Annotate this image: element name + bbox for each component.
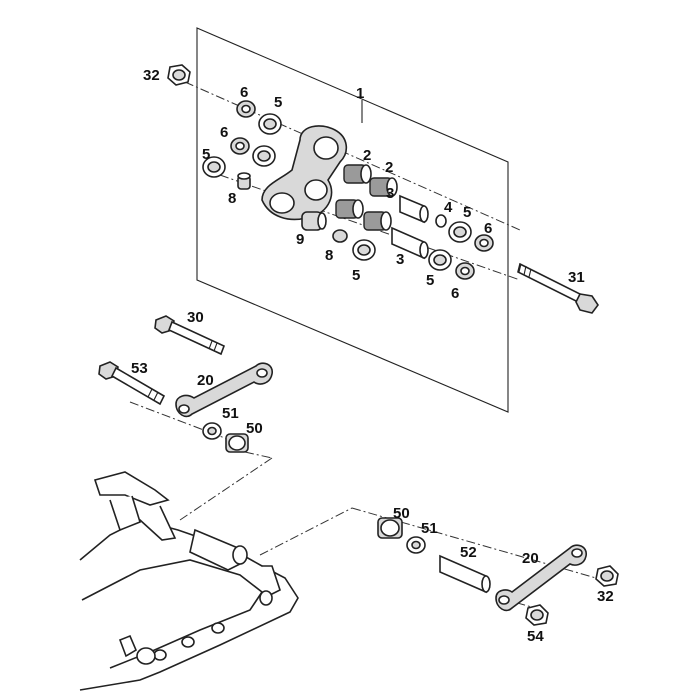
- callout-8-upper: 8: [228, 190, 236, 207]
- seal-5-right-lower: [428, 249, 452, 271]
- bushing-6-mid-left: [230, 137, 250, 155]
- callout-52: 52: [460, 544, 477, 561]
- nut-32-lower: [595, 565, 619, 587]
- bolt-30: [154, 315, 226, 356]
- needle-bearing-2-d: [363, 211, 392, 231]
- callout-6-right-lower: 6: [451, 285, 459, 302]
- bushing-6-right-lower: [455, 262, 475, 280]
- needle-bearing-2-c: [335, 199, 364, 219]
- callout-50-upper: 50: [246, 420, 263, 437]
- assembly-panel: [196, 27, 509, 413]
- sleeve-3-lower: [391, 226, 429, 260]
- bushing-9: [301, 211, 327, 231]
- seal-5-lower: [352, 239, 376, 261]
- bolt-31: [517, 262, 599, 314]
- pin-8-lower: [332, 229, 348, 243]
- callout-6-mid-left: 6: [220, 124, 228, 141]
- callout-3-upper: 3: [386, 185, 394, 202]
- bolt-53: [98, 361, 166, 406]
- callout-32-lower: 32: [597, 588, 614, 605]
- callout-54: 54: [527, 628, 544, 645]
- rocker-lever: [261, 125, 348, 221]
- callout-51-lower: 51: [421, 520, 438, 537]
- callout-9: 9: [296, 231, 304, 248]
- bushing-50-upper: [225, 433, 249, 453]
- callout-5-lower: 5: [352, 267, 360, 284]
- seal-5-mid-left: [252, 145, 276, 167]
- seal-5-right-upper: [448, 221, 472, 243]
- bushing-50-lower: [377, 517, 403, 539]
- callout-2-b: 2: [385, 159, 393, 176]
- bushing-6-upper-left: [236, 100, 256, 118]
- spacer-4: [435, 214, 447, 228]
- seal-5-left: [202, 156, 226, 178]
- link-20-lower: [495, 544, 587, 612]
- callout-6-upper-left: 6: [240, 84, 248, 101]
- sleeve-3-upper: [399, 194, 429, 224]
- callout-6-right-upper: 6: [484, 220, 492, 237]
- callout-31: 31: [568, 269, 585, 286]
- callout-5-right-lower: 5: [426, 272, 434, 289]
- callout-5-right-upper: 5: [463, 204, 471, 221]
- link-20-upper: [175, 362, 273, 418]
- sleeve-52: [439, 554, 491, 594]
- callout-32-upper: 32: [143, 67, 160, 84]
- callout-5-upper: 5: [274, 94, 282, 111]
- needle-bearing-2-a: [343, 164, 372, 184]
- seal-5-upper: [258, 113, 282, 135]
- callout-labels: 1 32 6 5 6 5 8 2 2 3 4 5 6 9 8 5 3 5 6 3…: [131, 67, 614, 645]
- callout-4: 4: [444, 199, 453, 216]
- callout-30: 30: [187, 309, 204, 326]
- callout-8-lower: 8: [325, 247, 333, 264]
- callout-3-lower: 3: [396, 251, 404, 268]
- callout-20-upper: 20: [197, 372, 214, 389]
- callout-1: 1: [356, 85, 364, 102]
- callout-51-upper: 51: [222, 405, 239, 422]
- bushing-6-right-upper: [474, 234, 494, 252]
- frame-section: [79, 471, 299, 691]
- callout-50-lower: 50: [393, 505, 410, 522]
- washer-51-upper: [202, 422, 222, 440]
- callout-2-a: 2: [363, 147, 371, 164]
- callout-5-left: 5: [202, 146, 210, 163]
- nut-32-upper: [167, 64, 191, 86]
- needle-bearing-2-b: [369, 177, 398, 197]
- nut-54: [525, 604, 549, 626]
- callout-53: 53: [131, 360, 148, 377]
- washer-51-lower: [406, 536, 426, 554]
- callout-20-lower: 20: [522, 550, 539, 567]
- pin-8-upper: [237, 172, 251, 190]
